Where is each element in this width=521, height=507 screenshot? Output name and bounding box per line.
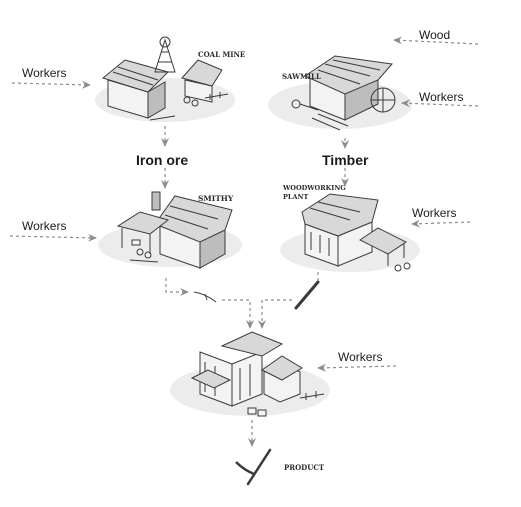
arrow-pickaxe-head-factory xyxy=(222,299,254,329)
sawmill-building xyxy=(268,55,412,131)
coal-mine-label: COAL MINE xyxy=(198,50,245,59)
arrow-workers-smithy xyxy=(9,233,97,242)
workers-label-factory: Workers xyxy=(338,350,382,364)
coal-mine-building xyxy=(95,36,235,122)
arrow-handle-factory xyxy=(258,299,292,329)
arrow-workers-coal-mine xyxy=(11,80,91,89)
workers-label-coal-mine: Workers xyxy=(22,66,66,80)
arrow-workers-woodworking xyxy=(411,219,471,228)
sawmill-label: SAWMILL xyxy=(282,72,321,81)
smithy-building xyxy=(98,191,242,269)
arrow-smithy-pickaxe-head xyxy=(165,278,189,296)
timber-label: Timber xyxy=(322,152,369,168)
iron-ore-label: Iron ore xyxy=(136,152,188,168)
workers-label-sawmill: Workers xyxy=(419,90,463,104)
product-label: PRODUCT xyxy=(284,463,325,472)
woodworking-plant-label-line1: WOODWORKING xyxy=(282,184,346,192)
pickaxe-product-icon xyxy=(235,448,272,486)
pickaxe-head-icon xyxy=(193,291,217,303)
woodworking-plant-label-line2: PLANT xyxy=(283,193,308,201)
smithy-label: SMITHY xyxy=(198,194,234,203)
wooden-handle-icon xyxy=(294,280,320,310)
wood-label: Wood xyxy=(419,28,450,42)
woodworking-plant-building xyxy=(280,193,420,272)
workers-label-woodworking: Workers xyxy=(412,206,456,220)
arrow-workers-sawmill xyxy=(401,99,479,108)
workers-label-smithy: Workers xyxy=(22,219,66,233)
arrow-wood-sawmill xyxy=(393,36,479,45)
final-factory-building xyxy=(170,331,330,417)
arrow-workers-factory xyxy=(317,363,397,372)
